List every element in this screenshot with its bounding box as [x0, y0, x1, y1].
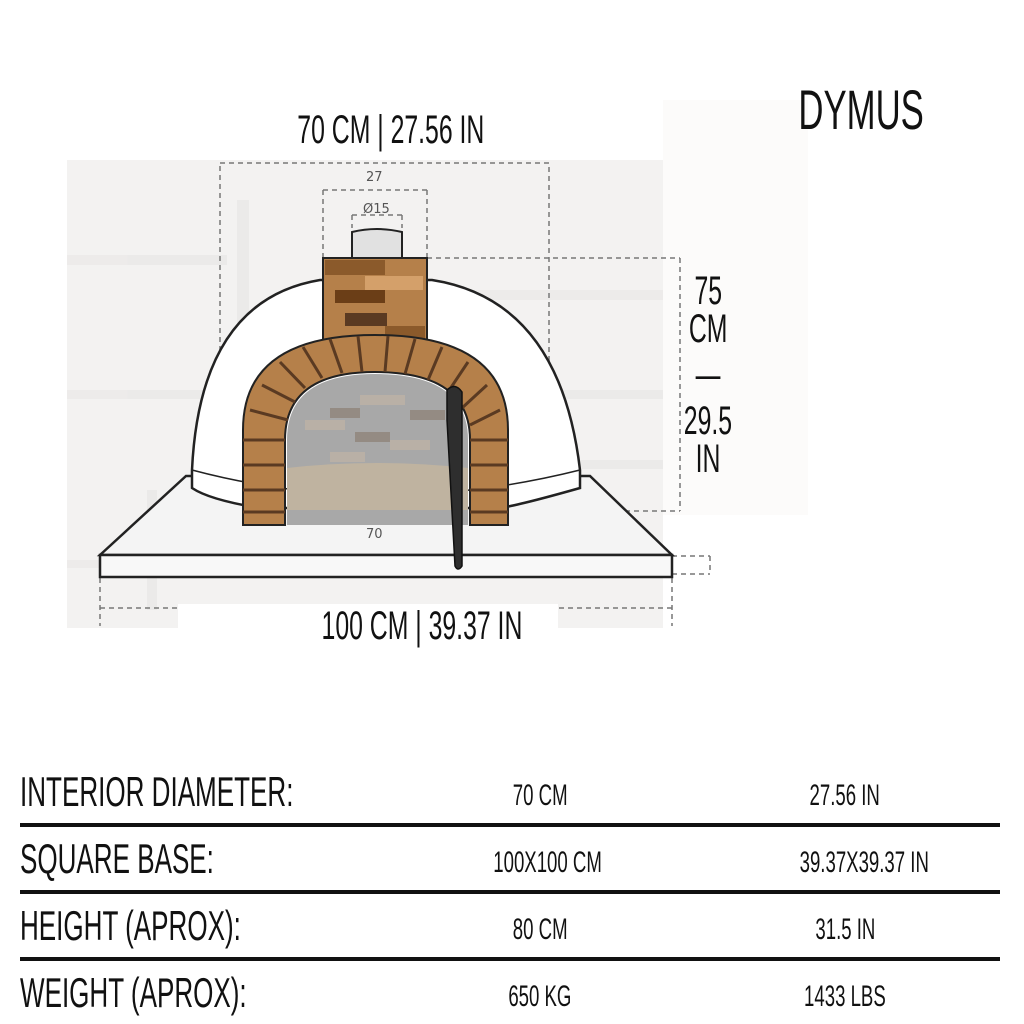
- flue-diameter-label: Ø15: [363, 202, 390, 217]
- spec-row-height: HEIGHT (APROX): 80 CM 31.5 IN: [20, 894, 1000, 961]
- spec-row-interior-diameter: INTERIOR DIAMETER: 70 CM 27.56 IN: [20, 760, 1000, 827]
- brick-arch: [242, 333, 509, 526]
- pizza-oven-drawing: [96, 162, 711, 626]
- product-title-text: DYMUS: [798, 78, 924, 141]
- spec-label-text: WEIGHT (APROX):: [20, 969, 247, 1016]
- bottom-dimension-backdrop: [178, 604, 558, 644]
- product-title: DYMUS: [760, 80, 930, 140]
- spec-row-weight: WEIGHT (APROX): 650 KG 1433 LBS: [20, 961, 1000, 1024]
- spec-imperial: 39.37X39.37 IN: [760, 845, 930, 881]
- spec-imperial-text: 39.37X39.37 IN: [799, 846, 929, 879]
- spec-metric: 650 KG: [460, 979, 620, 1015]
- spec-label: SQUARE BASE:: [20, 835, 333, 883]
- spec-metric: 70 CM: [460, 778, 620, 814]
- spec-imperial: 31.5 IN: [760, 912, 930, 948]
- flue-pipe: [351, 228, 403, 259]
- spec-metric-text: 650 KG: [508, 980, 572, 1013]
- chimney-width-label: 27: [366, 170, 383, 185]
- height-in-value: 29.5: [683, 399, 733, 443]
- base-width-dimension: 100 CM | 39.37 IN: [260, 604, 580, 648]
- interior-diameter-text: 70 CM | 27.56 IN: [297, 108, 485, 152]
- chimney-brick: [322, 257, 428, 341]
- spec-row-square-base: SQUARE BASE: 100X100 CM 39.37X39.37 IN: [20, 827, 1000, 894]
- door-width-label: 70: [366, 527, 383, 542]
- spec-imperial: 27.56 IN: [760, 778, 930, 814]
- spec-label: INTERIOR DIAMETER:: [20, 768, 461, 816]
- spec-imperial-text: 1433 LBS: [804, 980, 886, 1013]
- spec-table: INTERIOR DIAMETER: 70 CM 27.56 IN SQUARE…: [20, 760, 1000, 1024]
- spec-label: WEIGHT (APROX):: [20, 969, 386, 1017]
- spec-label: HEIGHT (APROX):: [20, 902, 376, 950]
- height-cm-value: 75: [694, 269, 722, 313]
- spec-metric: 80 CM: [460, 912, 620, 948]
- oven-interior: [287, 374, 468, 525]
- spec-imperial-text: 27.56 IN: [809, 779, 881, 812]
- base-width-text: 100 CM | 39.37 IN: [321, 604, 523, 648]
- spec-imperial-text: 31.5 IN: [815, 913, 875, 946]
- oven-door: [446, 385, 463, 570]
- interior-diameter-dimension: 70 CM | 27.56 IN: [240, 108, 540, 152]
- spec-label-text: HEIGHT (APROX):: [20, 902, 241, 949]
- spec-metric-text: 100X100 CM: [493, 846, 602, 879]
- spec-metric-text: 70 CM: [512, 779, 568, 812]
- spec-metric-text: 80 CM: [512, 913, 568, 946]
- height-cm-unit: CM: [688, 307, 728, 351]
- spec-label-text: INTERIOR DIAMETER:: [20, 768, 294, 815]
- spec-imperial: 1433 LBS: [760, 979, 930, 1015]
- height-in-unit: IN: [695, 437, 721, 481]
- height-label-panel: [663, 100, 808, 515]
- spec-label-text: SQUARE BASE:: [20, 835, 214, 882]
- height-dimension: 75 CM — 29.5 IN: [668, 269, 748, 481]
- height-separator: —: [695, 353, 721, 397]
- spec-metric: 100X100 CM: [460, 845, 620, 881]
